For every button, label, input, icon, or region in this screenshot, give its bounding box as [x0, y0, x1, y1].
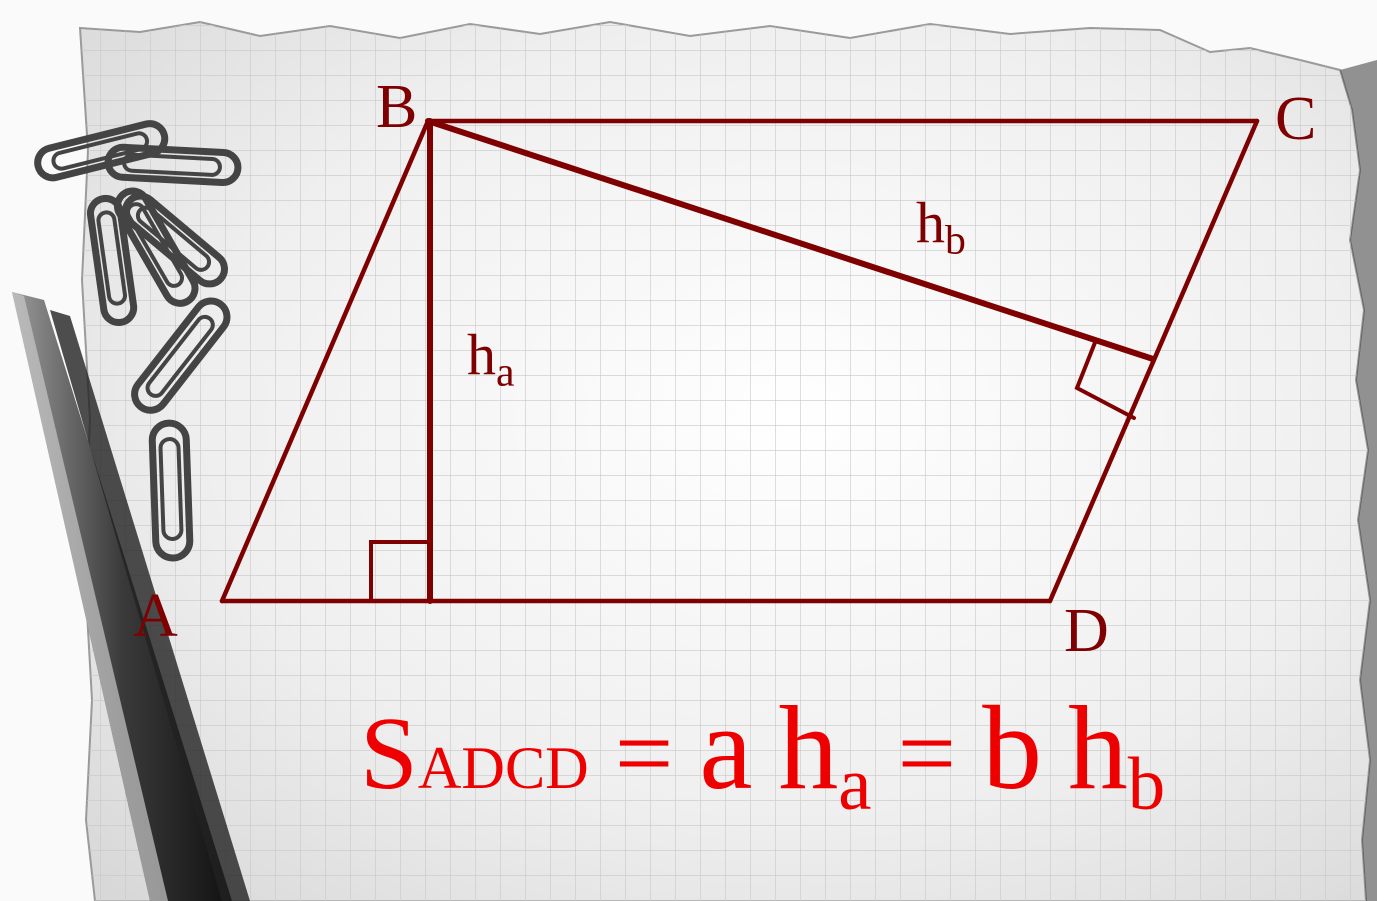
graph-paper — [78, 20, 1377, 901]
side-ab — [219, 118, 431, 604]
formula-h-a: h — [778, 681, 839, 814]
height-label-hb-sub: b — [945, 217, 966, 264]
vertex-label-c: C — [1275, 85, 1317, 153]
paper-clips — [34, 120, 242, 562]
formula-space-2 — [1042, 696, 1068, 811]
height-hb-line — [425, 118, 1156, 362]
vertex-label-b: B — [376, 73, 418, 141]
pencils — [12, 292, 250, 901]
right-angle-marker-d — [1074, 338, 1136, 420]
height-label-ha-base: h — [467, 322, 496, 387]
area-formula: SADCD = a ha = b hb — [360, 688, 1165, 823]
formula-equals-2: = — [871, 696, 983, 811]
formula-s-subscript: ADCD — [417, 735, 589, 802]
right-angle-marker-a — [369, 540, 432, 603]
formula-a: a — [699, 681, 753, 814]
formula-s: S — [360, 696, 418, 811]
height-label-hb-base: h — [916, 190, 945, 255]
formula-h-b-subscript: b — [1127, 742, 1166, 826]
formula-h-a-subscript: a — [838, 742, 872, 826]
height-label-hb: hb — [916, 194, 966, 262]
vertex-label-a: A — [133, 582, 178, 650]
vertex-label-d: D — [1064, 597, 1109, 665]
formula-space-1 — [753, 696, 779, 811]
formula-b: b — [982, 681, 1042, 814]
formula-equals-1: = — [588, 696, 700, 811]
formula-h-b: h — [1067, 681, 1128, 814]
height-label-ha-sub: a — [496, 349, 515, 396]
height-label-ha: ha — [467, 326, 515, 394]
